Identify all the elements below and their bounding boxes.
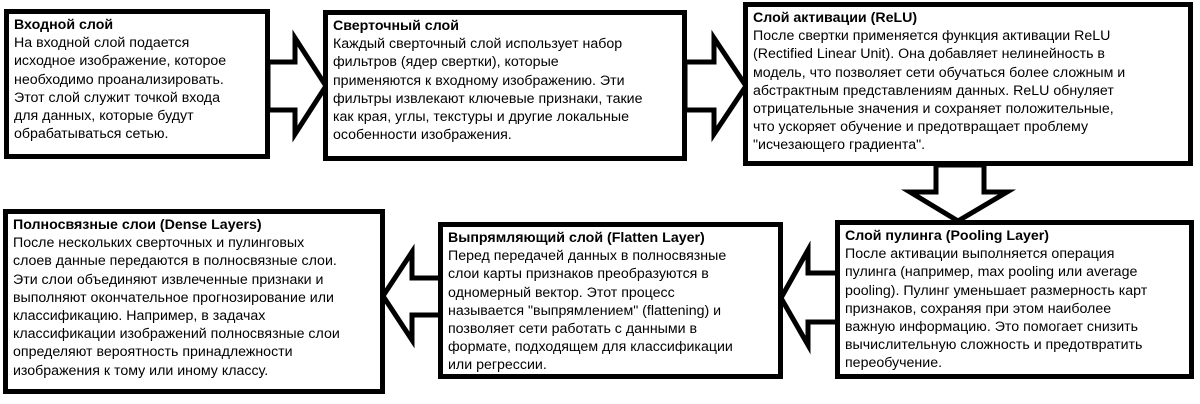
node-description: Каждый сверточный слой использует набор … [333, 36, 643, 144]
node-description: Перед передачей данных в полносвязные сл… [448, 248, 733, 374]
node-title: Выпрямляющий слой (Flatten Layer) [448, 230, 705, 246]
node-input-layer: Входной слой На входной слой подается ис… [4, 9, 270, 159]
node-title: Слой пулинга (Pooling Layer) [845, 228, 1049, 244]
node-description: После нескольких сверточных и пулинговых… [13, 235, 340, 379]
arrow-down-icon [901, 162, 1017, 224]
node-description: На входной слой подается исходное изобра… [14, 35, 227, 143]
node-dense-layers: Полносвязные слои (Dense Layers) После н… [3, 209, 385, 394]
node-description: После свертки применяется функция актива… [753, 28, 1126, 154]
arrow-left-icon [778, 240, 841, 355]
node-title: Полносвязные слои (Dense Layers) [13, 217, 262, 233]
node-convolution-layer: Сверточный слой Каждый сверточный слой и… [323, 10, 687, 161]
node-title: Слой активации (ReLU) [753, 10, 918, 26]
node-title: Входной слой [14, 17, 114, 33]
node-description: После активации выполняется операция пул… [845, 246, 1148, 372]
arrow-right-icon [682, 29, 750, 143]
node-pooling-layer: Слой пулинга (Pooling Layer) После актив… [835, 220, 1194, 379]
node-flatten-layer: Выпрямляющий слой (Flatten Layer) Перед … [438, 222, 783, 379]
arrow-right-icon [265, 29, 329, 143]
node-title: Сверточный слой [333, 18, 459, 34]
arrow-left-icon [380, 243, 444, 349]
node-relu-layer: Слой активации (ReLU) После свертки прим… [743, 2, 1193, 166]
